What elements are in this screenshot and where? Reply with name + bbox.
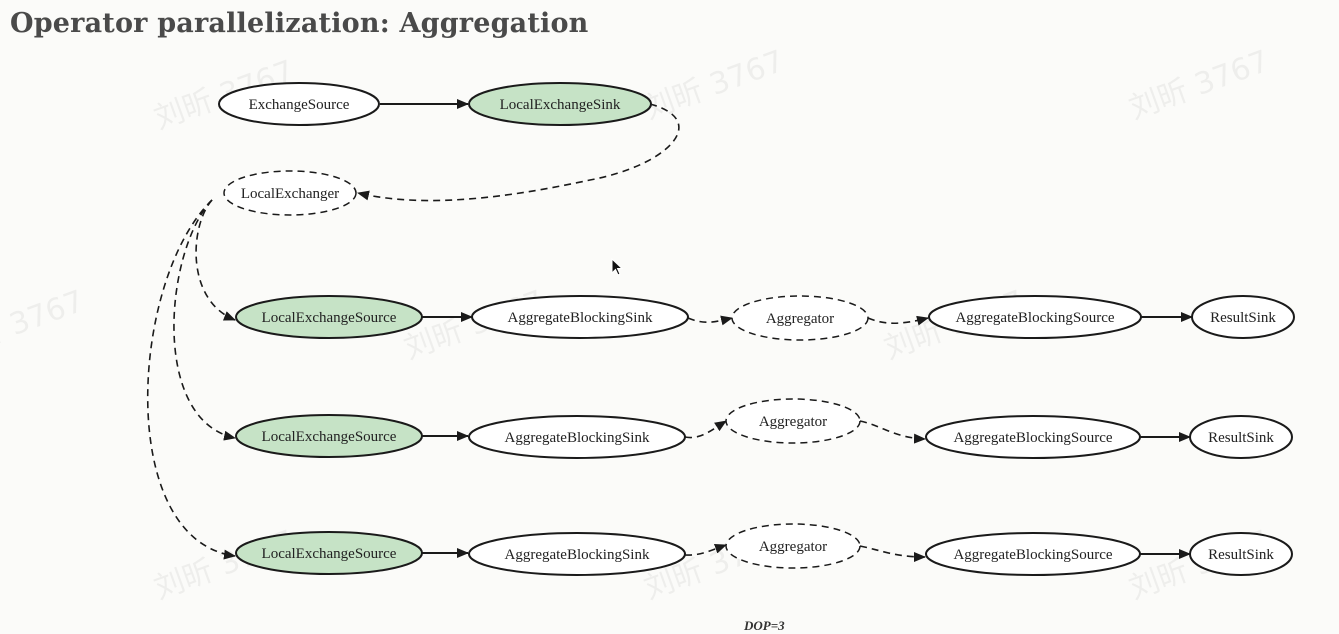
edge-row2-aggregator-to-aggsource (859, 420, 926, 444)
node-local-exchange-sink: LocalExchangeSink (468, 82, 652, 126)
edge-row1-aggregator-to-aggsource (867, 315, 929, 326)
edge-row1-sink-to-aggregator (687, 315, 733, 326)
svg-text:ResultSink: ResultSink (1210, 310, 1276, 326)
node-row2-aggregate-blocking-sink: AggregateBlockingSink (468, 415, 686, 459)
svg-text:AggregateBlockingSource: AggregateBlockingSource (953, 430, 1112, 446)
svg-text:LocalExchangeSource: LocalExchangeSource (262, 310, 397, 326)
node-row1-aggregate-blocking-source: AggregateBlockingSource (928, 295, 1142, 339)
node-row2-result-sink: ResultSink (1189, 415, 1293, 459)
node-row1-aggregate-blocking-sink: AggregateBlockingSink (471, 295, 689, 339)
edge-row3-sink-to-aggregator (684, 543, 727, 556)
node-row3-aggregator: Aggregator (725, 523, 861, 569)
svg-text:LocalExchangeSource: LocalExchangeSource (262, 429, 397, 445)
edge-exchanger-to-source-1 (195, 199, 236, 321)
node-exchange-source: ExchangeSource (218, 82, 380, 126)
svg-text:LocalExchanger: LocalExchanger (241, 186, 339, 202)
svg-text:AggregateBlockingSource: AggregateBlockingSource (955, 310, 1114, 326)
svg-text:AggregateBlockingSink: AggregateBlockingSink (508, 310, 653, 326)
node-row3-result-sink: ResultSink (1189, 532, 1293, 576)
edge-exchanger-to-source-3 (146, 199, 236, 560)
edge-sink-to-exchanger (357, 103, 680, 202)
svg-text:LocalExchangeSink: LocalExchangeSink (500, 97, 621, 113)
svg-text:AggregateBlockingSource: AggregateBlockingSource (953, 547, 1112, 563)
svg-text:ResultSink: ResultSink (1208, 430, 1274, 446)
node-row3-aggregate-blocking-sink: AggregateBlockingSink (468, 532, 686, 576)
svg-text:AggregateBlockingSink: AggregateBlockingSink (505, 547, 650, 563)
mouse-cursor-icon (611, 258, 623, 276)
page-title: Operator parallelization: Aggregation (10, 8, 589, 39)
node-row1-aggregator: Aggregator (731, 295, 869, 341)
svg-text:AggregateBlockingSink: AggregateBlockingSink (505, 430, 650, 446)
svg-text:Aggregator: Aggregator (759, 414, 827, 430)
node-row3-aggregate-blocking-source: AggregateBlockingSource (925, 532, 1141, 576)
svg-text:LocalExchangeSource: LocalExchangeSource (262, 546, 397, 562)
node-row3-local-exchange-source: LocalExchangeSource (235, 531, 423, 575)
edge-exchanger-to-source-2 (173, 199, 236, 441)
svg-text:Aggregator: Aggregator (766, 311, 834, 327)
svg-text:ExchangeSource: ExchangeSource (249, 97, 350, 113)
node-row2-aggregator: Aggregator (725, 398, 861, 444)
svg-text:ResultSink: ResultSink (1208, 547, 1274, 563)
node-local-exchanger: LocalExchanger (223, 170, 357, 216)
node-row1-result-sink: ResultSink (1191, 295, 1295, 339)
edge-row3-aggregator-to-aggsource (859, 545, 926, 562)
node-row2-aggregate-blocking-source: AggregateBlockingSource (925, 415, 1141, 459)
node-row1-local-exchange-source: LocalExchangeSource (235, 295, 423, 339)
dop-caption: DOP=3 (744, 618, 785, 633)
svg-text:Aggregator: Aggregator (759, 539, 827, 555)
node-row2-local-exchange-source: LocalExchangeSource (235, 414, 423, 458)
edge-row2-sink-to-aggregator (684, 420, 727, 439)
